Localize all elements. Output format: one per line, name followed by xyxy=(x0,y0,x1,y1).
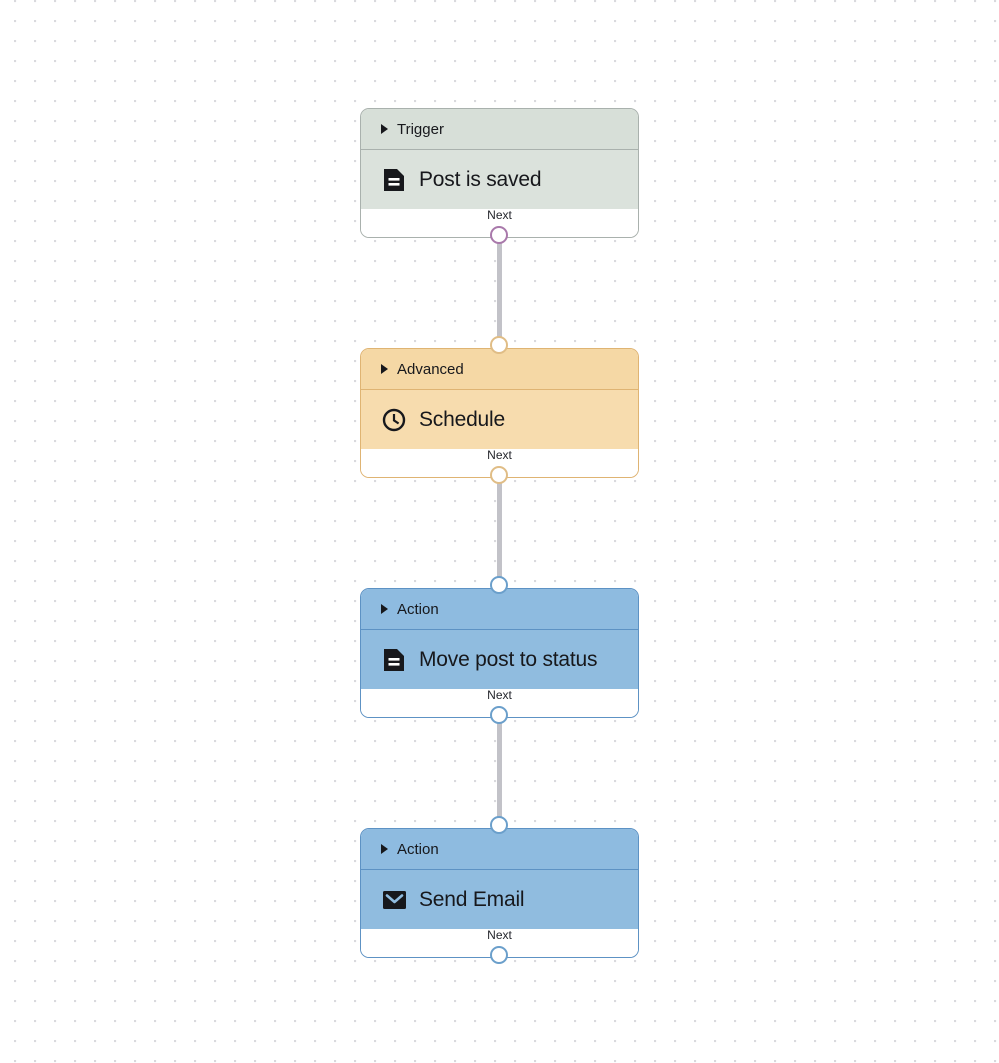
node-category-label: Action xyxy=(397,600,439,618)
disclosure-triangle-icon[interactable] xyxy=(381,844,388,854)
node-body-action-send-email[interactable]: Send Email xyxy=(361,870,638,929)
output-port-action-send-email[interactable] xyxy=(490,946,508,964)
document-icon xyxy=(381,167,407,193)
node-divider xyxy=(361,149,638,150)
node-divider xyxy=(361,869,638,870)
document-icon xyxy=(381,647,407,673)
envelope-icon xyxy=(381,887,407,913)
node-divider xyxy=(361,629,638,630)
disclosure-triangle-icon[interactable] xyxy=(381,604,388,614)
disclosure-triangle-icon[interactable] xyxy=(381,124,388,134)
next-label: Next xyxy=(487,928,512,942)
input-port-action-send-email[interactable] xyxy=(490,816,508,834)
node-body-action-move-post[interactable]: Move post to status xyxy=(361,630,638,689)
node-title: Schedule xyxy=(419,407,505,431)
connector-trigger-to-advanced xyxy=(497,234,502,345)
workflow-node-trigger[interactable]: Trigger Post is saved Next xyxy=(360,108,639,238)
input-port-advanced[interactable] xyxy=(490,336,508,354)
node-body-trigger[interactable]: Post is saved xyxy=(361,150,638,209)
node-body-advanced[interactable]: Schedule xyxy=(361,390,638,449)
connector-action1-to-action2 xyxy=(497,714,502,825)
node-header-action-move-post[interactable]: Action xyxy=(361,589,638,629)
output-port-action-move-post[interactable] xyxy=(490,706,508,724)
connector-advanced-to-action1 xyxy=(497,474,502,585)
node-header-action-send-email[interactable]: Action xyxy=(361,829,638,869)
output-port-trigger[interactable] xyxy=(490,226,508,244)
next-label: Next xyxy=(487,448,512,462)
node-category-label: Trigger xyxy=(397,120,444,138)
input-port-action-move-post[interactable] xyxy=(490,576,508,594)
workflow-node-action-move-post[interactable]: Action Move post to status Next xyxy=(360,588,639,718)
workflow-node-action-send-email[interactable]: Action Send Email Next xyxy=(360,828,639,958)
node-header-advanced[interactable]: Advanced xyxy=(361,349,638,389)
next-label: Next xyxy=(487,688,512,702)
node-title: Move post to status xyxy=(419,647,598,671)
workflow-node-advanced[interactable]: Advanced Schedule Next xyxy=(360,348,639,478)
next-label: Next xyxy=(487,208,512,222)
node-category-label: Advanced xyxy=(397,360,464,378)
output-port-advanced[interactable] xyxy=(490,466,508,484)
node-category-label: Action xyxy=(397,840,439,858)
node-divider xyxy=(361,389,638,390)
clock-icon xyxy=(381,407,407,433)
disclosure-triangle-icon[interactable] xyxy=(381,364,388,374)
node-title: Send Email xyxy=(419,887,525,911)
node-header-trigger[interactable]: Trigger xyxy=(361,109,638,149)
node-title: Post is saved xyxy=(419,167,542,191)
